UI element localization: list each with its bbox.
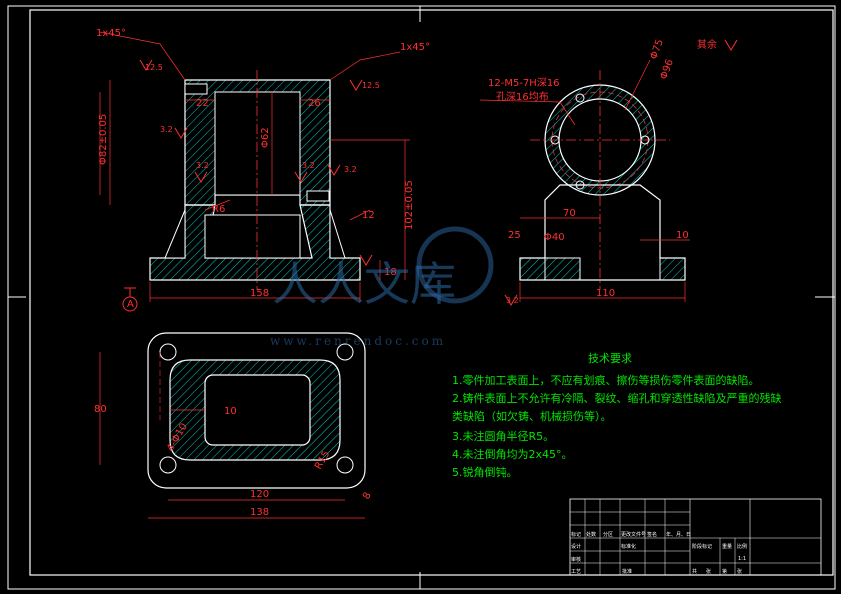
title-block: 标记 处数 分区 更改文件号 签名 年、月、日 设计 标准化 阶段标记 重量 比… <box>569 498 822 576</box>
tech-req-item: 2.铸件表面上不允许有冷隔、裂纹、缩孔和穿透性缺陷及严重的残缺 <box>452 392 782 405</box>
tb-jieduan: 阶段标记 <box>692 543 712 550</box>
roughness-inner-r: 3.2 <box>302 161 315 170</box>
roughness-rest-label: 其余 <box>697 38 717 51</box>
tech-req-item: 1.零件加工表面上，不应有划痕、擦伤等损伤零件表面的缺陷。 <box>452 374 760 387</box>
tb-genggai: 更改文件号 <box>621 531 646 538</box>
watermark: 人人文库 www.renrendoc.com <box>270 226 494 348</box>
tb-gongyi: 工艺 <box>571 569 581 575</box>
tb-fenqu: 分区 <box>603 531 613 538</box>
tb-biaoji: 标记 <box>571 531 581 538</box>
tb-chushu: 处数 <box>586 531 596 538</box>
dim-102: 102±0.05 <box>404 180 415 230</box>
dim-40: Φ40 <box>544 232 565 243</box>
tb-date: 年、月、日 <box>666 531 691 538</box>
inner-frame <box>29 9 834 576</box>
dim-phi62: Φ62 <box>260 127 271 148</box>
tb-shenhe: 审核 <box>571 556 581 563</box>
watermark-text: 人人文库 <box>272 257 456 311</box>
front-view <box>99 31 738 312</box>
tb-gong: 共 <box>692 568 697 575</box>
roughness-inner-l: 3.2 <box>196 161 209 170</box>
dim-phi96: Φ96 <box>658 58 675 81</box>
tb-zhongliang: 重量 <box>722 543 732 550</box>
tech-req-title: 技术要求 <box>588 352 632 365</box>
chamfer-left-label: 1x45° <box>96 28 126 39</box>
dim-phi75: Φ75 <box>648 38 665 61</box>
plan-dim-80: 80 <box>94 404 107 415</box>
thread-spec: 12-M5-7H深16 <box>488 77 560 89</box>
dim-158: 158 <box>250 288 269 299</box>
tb-zhang1: 张 <box>706 568 711 575</box>
tb-bili: 比例 <box>737 543 747 550</box>
watermark-url: www.renrendoc.com <box>270 334 446 348</box>
roughness-tl: 12.5 <box>145 63 163 72</box>
dim-phi82: Φ82±0.05 <box>98 114 109 165</box>
thread-depth: 孔深16均布 <box>496 91 549 103</box>
plan-dim-120: 120 <box>250 489 269 500</box>
datum-label: A <box>127 299 134 310</box>
dim-110: 110 <box>596 288 615 299</box>
dim-r6: R6 <box>212 204 225 215</box>
dim-12: 12 <box>362 210 375 221</box>
dim-22: 22 <box>196 98 209 109</box>
plan-dim-138: 138 <box>250 507 269 518</box>
tech-req-item: 3.未注圆角半径R5。 <box>452 430 555 443</box>
tech-req-item: 类缺陷（如欠铸、机械损伤等）。 <box>452 410 612 423</box>
dim-10: 10 <box>676 230 689 241</box>
plan-view <box>99 332 366 519</box>
tb-pizhun: 批准 <box>622 568 632 575</box>
plan-8: 8 <box>361 490 374 501</box>
dim-26: 26 <box>308 98 321 109</box>
tb-sheji: 设计 <box>571 543 581 550</box>
roughness-tr: 12.5 <box>362 81 380 90</box>
roughness-side: 3.2 <box>160 125 173 134</box>
tech-req-item: 4.未注倒角均为2x45°。 <box>452 448 573 461</box>
dim-70: 70 <box>563 208 576 219</box>
tb-zhang2: 张 <box>737 568 742 575</box>
dim-25: 25 <box>508 230 521 241</box>
tb-di: 第 <box>722 568 727 575</box>
roughness-base-r: 3.2 <box>344 165 357 174</box>
side-view <box>479 59 690 302</box>
tech-req-item: 5.锐角倒钝。 <box>452 466 518 479</box>
chamfer-right-label: 1x45° <box>400 42 430 53</box>
roughness-bottom: 3.2 <box>506 296 519 305</box>
plan-dim-10: 10 <box>224 406 237 417</box>
dim-18: 18 <box>384 267 397 278</box>
tb-qianming: 签名 <box>647 531 657 538</box>
tb-biaozhunhua: 标准化 <box>621 543 636 550</box>
tb-scale: 1:1 <box>738 556 746 562</box>
